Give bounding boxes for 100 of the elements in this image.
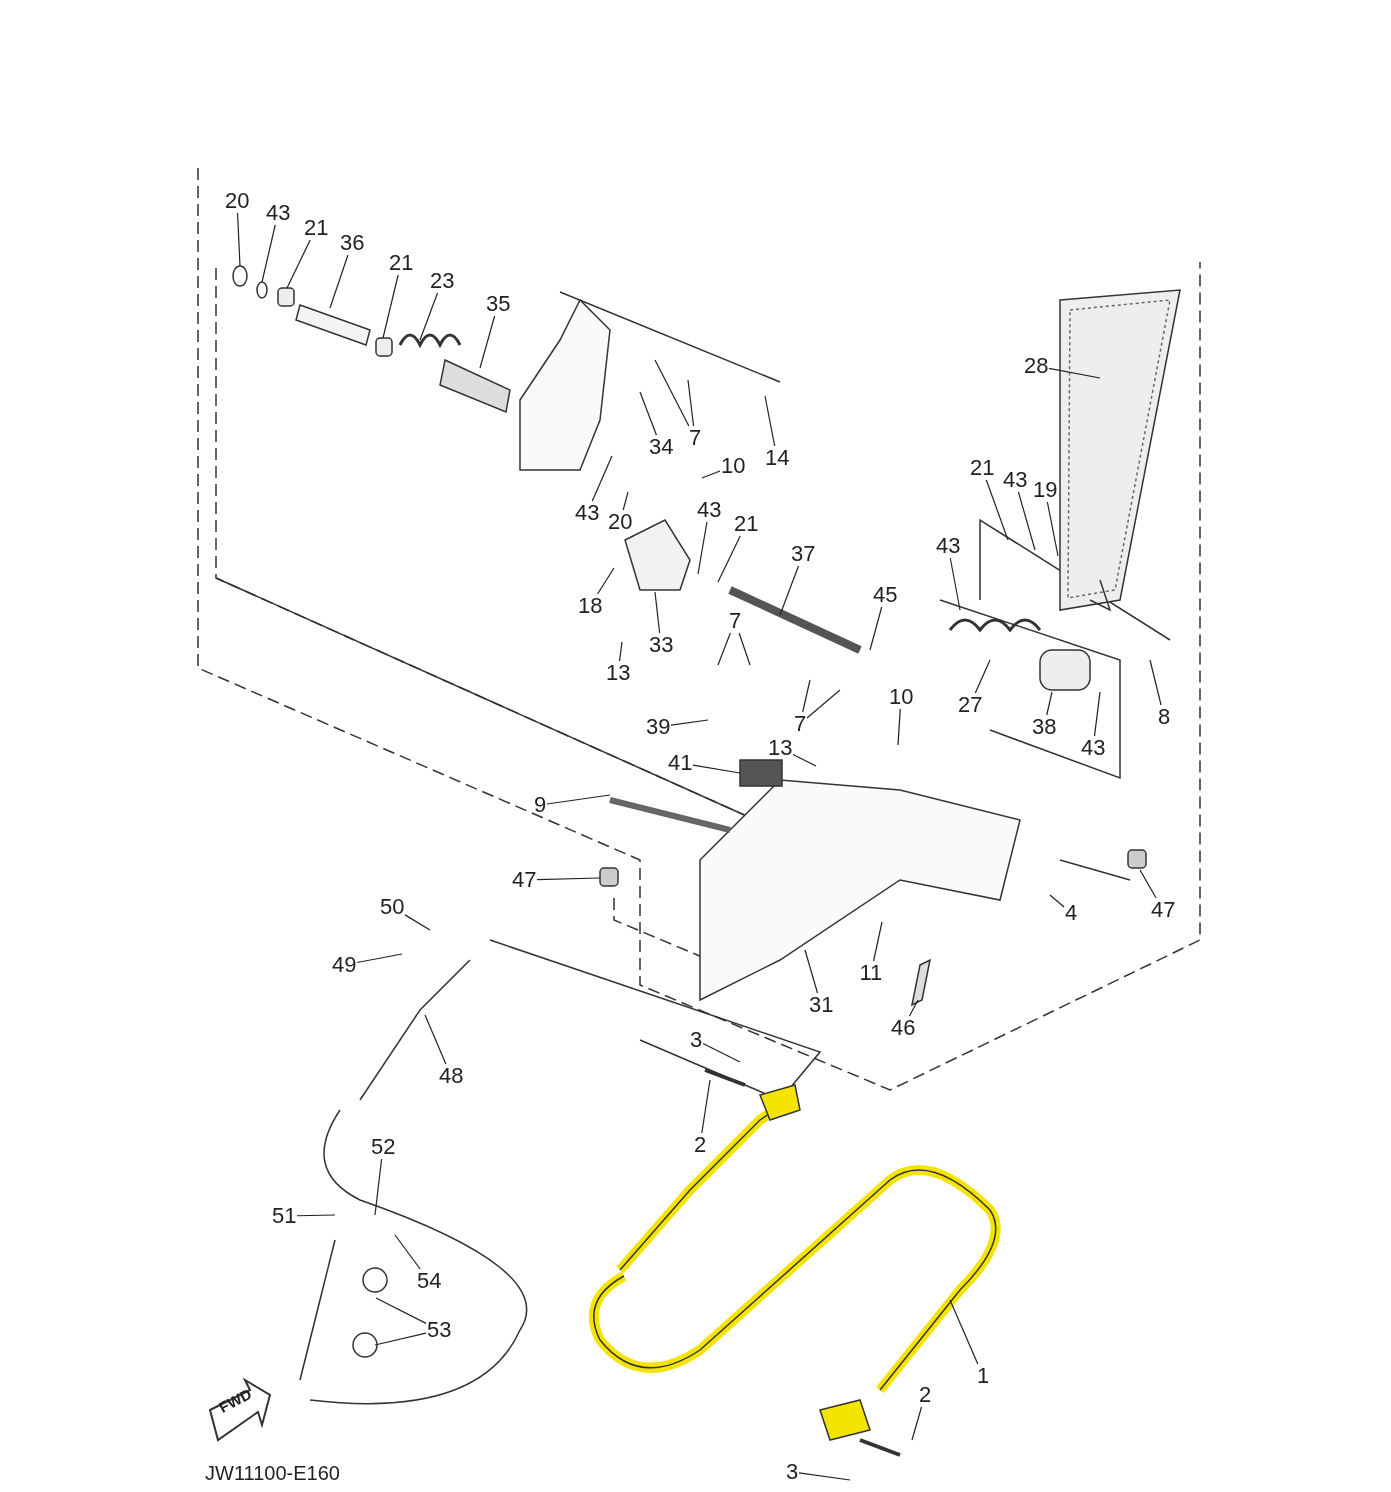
leader-line — [1093, 691, 1101, 737]
leader-line — [654, 591, 661, 634]
callout-number: 13 — [605, 661, 632, 685]
leader-line — [985, 479, 1009, 541]
leader-line — [806, 689, 841, 719]
callout-number: 10 — [888, 685, 915, 709]
leader-line — [618, 641, 623, 662]
leader-line — [792, 753, 817, 767]
leader-line — [654, 359, 690, 427]
callout-number: 50 — [379, 895, 406, 919]
leader-line — [639, 391, 657, 436]
leader-line — [692, 764, 741, 774]
leader-line — [1139, 869, 1157, 899]
leader-line — [949, 557, 961, 611]
callout-number: 14 — [764, 446, 791, 470]
callout-number: 37 — [790, 542, 817, 566]
leader-line — [1046, 501, 1059, 557]
callout-number: 27 — [957, 693, 984, 717]
leader-line — [949, 1299, 979, 1365]
leader-line — [356, 953, 403, 964]
callout-number: 10 — [720, 454, 747, 478]
callout-number: 21 — [733, 512, 760, 536]
callout-number: 33 — [648, 633, 675, 657]
leader-line — [546, 794, 611, 805]
leader-line — [702, 1042, 741, 1063]
callout-number: 41 — [667, 751, 694, 775]
callout-number: 18 — [577, 594, 604, 618]
callout-number: 35 — [485, 292, 512, 316]
leader-line — [622, 491, 629, 511]
callout-number: 1 — [976, 1364, 991, 1388]
callout-number: 43 — [696, 498, 723, 522]
leader-line — [764, 395, 776, 447]
callout-number: 47 — [1150, 898, 1177, 922]
callout-number: 43 — [935, 534, 962, 558]
leader-line — [701, 470, 721, 479]
callout-number: 19 — [1032, 478, 1059, 502]
leader-line — [236, 212, 241, 267]
leader-line — [1048, 367, 1101, 379]
leader-line — [424, 1014, 447, 1065]
leader-line — [1149, 659, 1162, 706]
callout-number: 3 — [689, 1028, 704, 1052]
leader-line — [804, 949, 819, 994]
callout-number: 4 — [1064, 901, 1079, 925]
leader-line — [329, 254, 349, 309]
leader-line — [717, 632, 731, 666]
callout-number: 3 — [785, 1460, 800, 1484]
callout-number: 34 — [648, 435, 675, 459]
leader-line — [911, 1406, 923, 1441]
leader-line — [597, 567, 615, 595]
leader-line — [375, 1297, 427, 1324]
leader-line — [591, 455, 613, 502]
callout-number: 43 — [574, 501, 601, 525]
direction-label: FWD — [216, 1385, 255, 1416]
leader-line — [1049, 894, 1065, 908]
drawing-number: JW11100-E160 — [205, 1462, 340, 1485]
leader-line — [717, 535, 741, 583]
callout-number: 43 — [1080, 736, 1107, 760]
callout-number: 51 — [271, 1204, 298, 1228]
callout-number: 2 — [693, 1133, 708, 1157]
callout-number: 20 — [224, 189, 251, 213]
callout-number: 11 — [858, 961, 884, 985]
callout-number: 28 — [1023, 354, 1050, 378]
leader-line — [286, 239, 311, 289]
callout-number: 45 — [872, 583, 899, 607]
callout-number: 36 — [339, 231, 366, 255]
leader-line — [897, 708, 901, 746]
callout-number: 31 — [808, 993, 835, 1017]
callout-number: 39 — [645, 715, 672, 739]
leader-line — [261, 224, 276, 283]
leader-line — [701, 1079, 711, 1134]
callout-number: 7 — [793, 712, 808, 736]
leader-line — [974, 659, 991, 694]
callout-number: 2 — [918, 1383, 933, 1407]
leader-line — [374, 1332, 427, 1346]
callout-number: 21 — [303, 216, 330, 240]
leader-line — [536, 877, 601, 881]
callout-number: 49 — [331, 953, 358, 977]
leader-line — [697, 521, 708, 575]
callout-number: 43 — [1002, 468, 1029, 492]
leader-line — [873, 921, 883, 962]
callout-number: 38 — [1031, 715, 1058, 739]
callout-number: 46 — [890, 1016, 917, 1040]
callout-number: 7 — [728, 609, 743, 633]
leader-line — [394, 1234, 421, 1270]
callout-number: 7 — [688, 426, 703, 450]
leader-line — [374, 1158, 383, 1216]
leader-line — [404, 914, 431, 931]
callout-number: 23 — [429, 269, 456, 293]
leader-line — [382, 274, 399, 339]
leader-line — [802, 679, 811, 713]
leader-line — [779, 565, 800, 616]
leader-line — [798, 1472, 851, 1481]
leader-line — [1017, 491, 1036, 551]
callout-number: 53 — [426, 1318, 453, 1342]
leader-line — [296, 1214, 336, 1217]
leader-line — [687, 379, 695, 427]
callout-number: 21 — [969, 456, 996, 480]
callout-number: 43 — [265, 201, 292, 225]
callout-number: 48 — [438, 1064, 465, 1088]
callout-number: 21 — [388, 251, 415, 275]
